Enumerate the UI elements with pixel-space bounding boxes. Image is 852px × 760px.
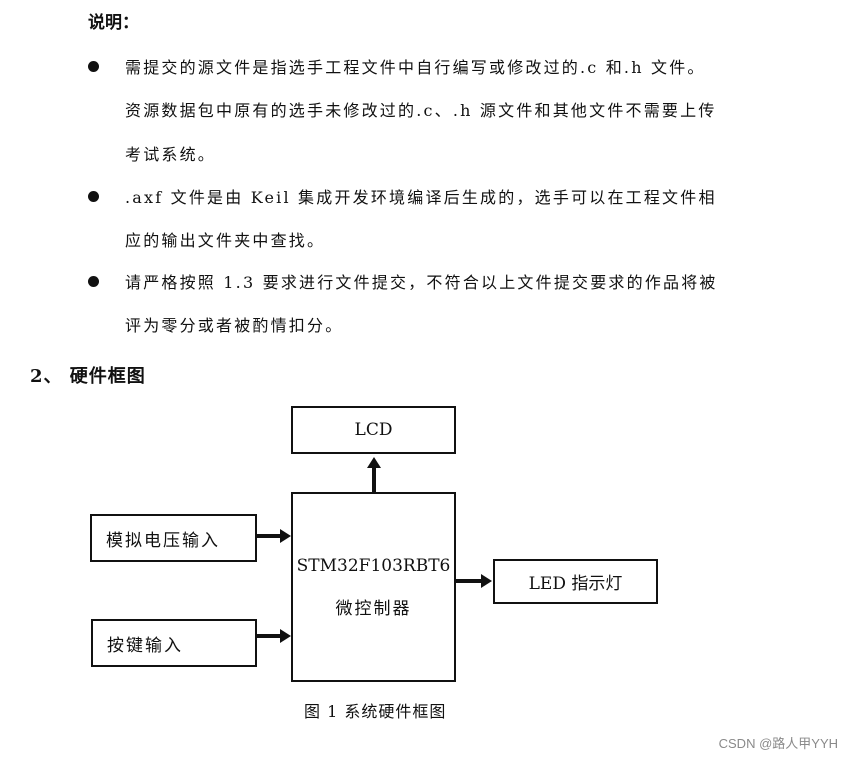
arrow-analog-head bbox=[280, 529, 291, 543]
arrow-led-shaft bbox=[456, 579, 482, 583]
analog-input-block: 模拟电压输入 bbox=[90, 514, 257, 562]
bullet-2-line-2: 应的输出文件夹中查找。 bbox=[125, 231, 326, 250]
lcd-label: LCD bbox=[354, 420, 393, 440]
bullet-dot bbox=[88, 191, 99, 202]
note-title: 说明： bbox=[88, 13, 139, 33]
analog-input-label: 模拟电压输入 bbox=[106, 530, 220, 551]
bullet-3-line-1: 请严格按照 1.3 要求进行文件提交，不符合以上文件提交要求的作品将被 bbox=[125, 273, 718, 292]
arrow-to-lcd-shaft bbox=[372, 468, 376, 492]
arrow-key-head bbox=[280, 629, 291, 643]
arrow-led-head bbox=[481, 574, 492, 588]
lcd-block: LCD bbox=[291, 406, 456, 454]
watermark: CSDN @路人甲YYH bbox=[718, 736, 838, 751]
figure-caption: 图 1 系统硬件框图 bbox=[304, 702, 447, 721]
bullet-3-line-2: 评为零分或者被酌情扣分。 bbox=[125, 316, 344, 335]
mcu-block: STM32F103RBT6 微控制器 bbox=[291, 492, 456, 682]
bullet-1-line-3: 考试系统。 bbox=[125, 145, 217, 164]
mcu-model: STM32F103RBT6 bbox=[296, 555, 451, 576]
bullet-dot bbox=[88, 61, 99, 72]
bullet-1-line-2: 资源数据包中原有的选手未修改过的.c、.h 源文件和其他文件不需要上传 bbox=[125, 101, 717, 120]
section-title: 2、 硬件框图 bbox=[30, 366, 146, 387]
bullet-dot bbox=[88, 276, 99, 287]
bullet-1-line-1: 需提交的源文件是指选手工程文件中自行编写或修改过的.c 和.h 文件。 bbox=[125, 58, 706, 77]
key-input-block: 按键输入 bbox=[91, 619, 257, 667]
led-label: LED 指示灯 bbox=[528, 574, 623, 594]
bullet-2-line-1: .axf 文件是由 Keil 集成开发环境编译后生成的，选手可以在工程文件相 bbox=[125, 188, 717, 207]
led-block: LED 指示灯 bbox=[493, 559, 658, 604]
arrow-to-lcd-head bbox=[367, 457, 381, 468]
arrow-key-shaft bbox=[257, 634, 281, 638]
arrow-analog-shaft bbox=[257, 534, 281, 538]
mcu-label: 微控制器 bbox=[335, 598, 412, 619]
key-input-label: 按键输入 bbox=[107, 635, 183, 656]
